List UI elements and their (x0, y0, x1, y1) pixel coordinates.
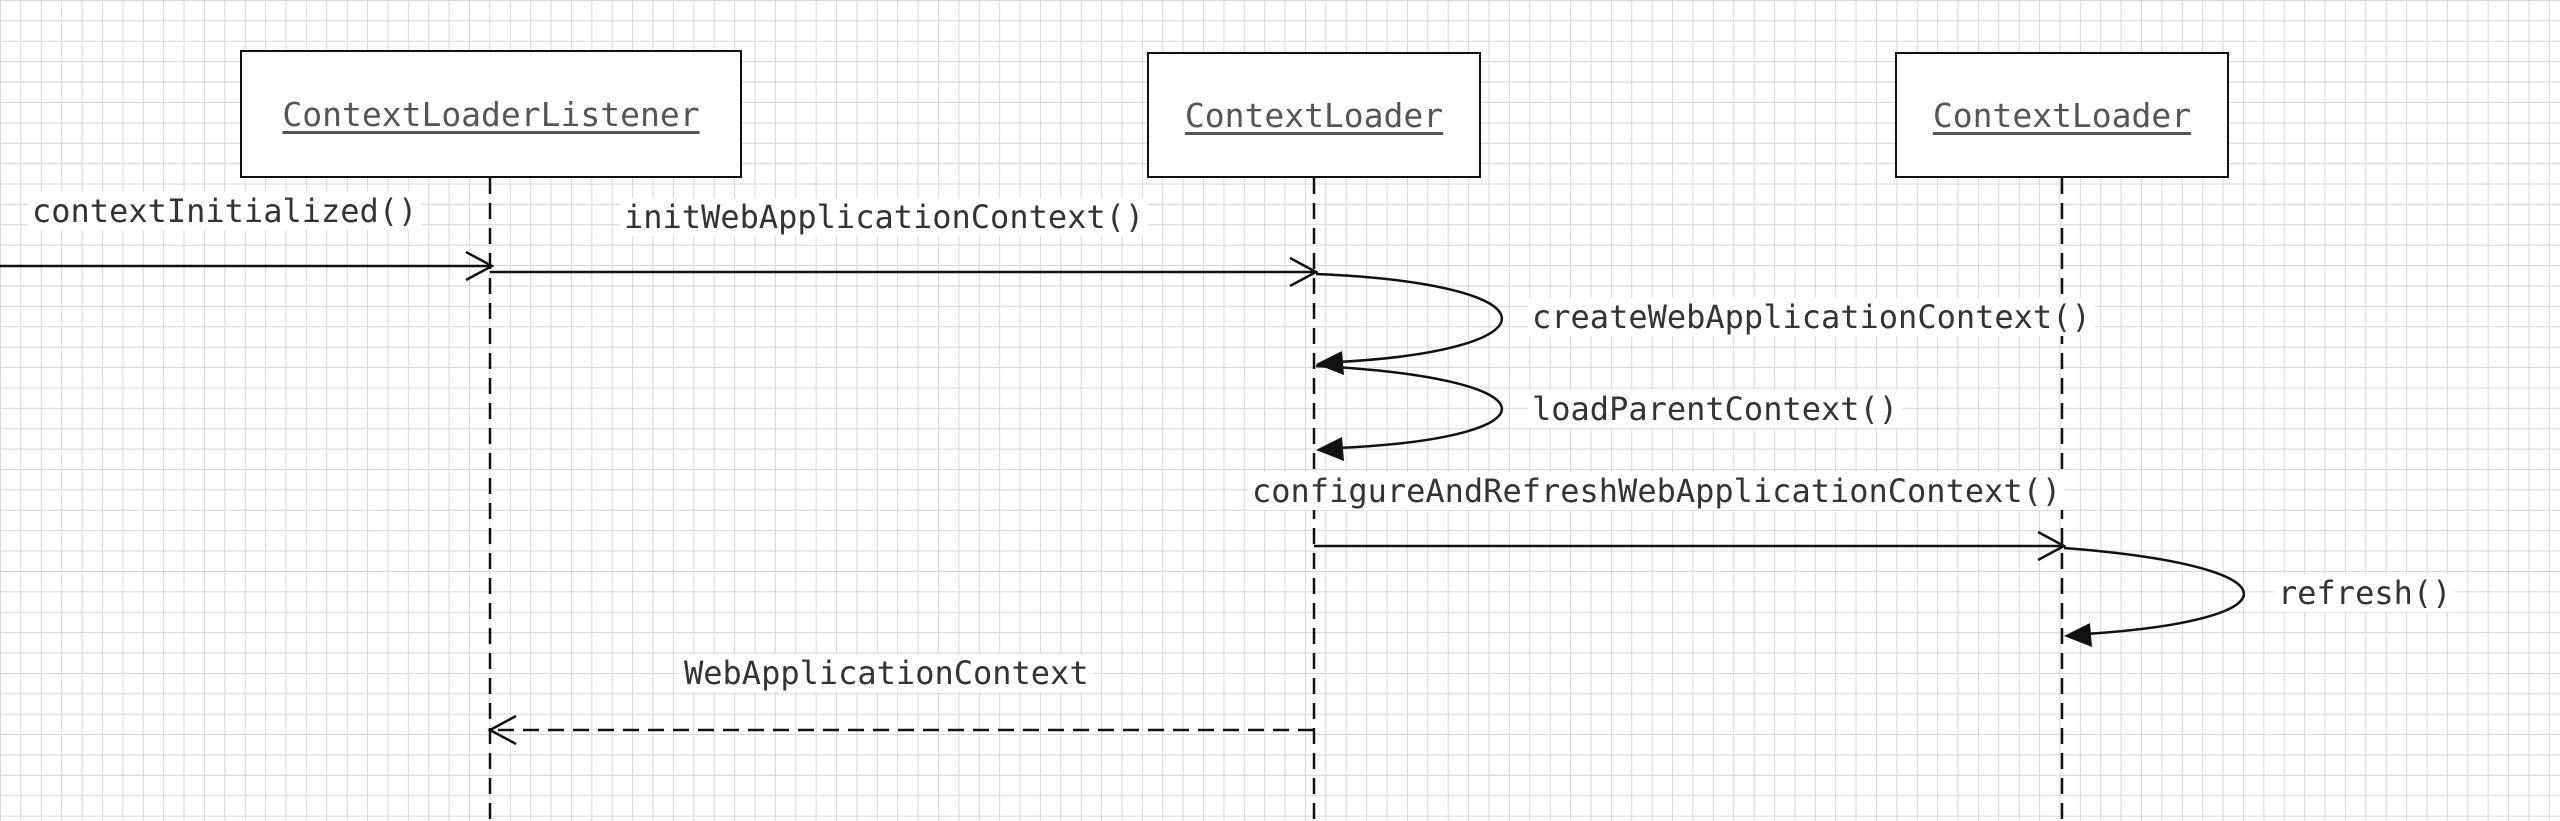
lifeline-label-listener: ContextLoaderListener (282, 94, 700, 134)
message-label-configure-and-refresh: configureAndRefreshWebApplicationContext… (1248, 472, 2066, 510)
return-arrow-web-app-context (487, 714, 1314, 746)
lifeline-box-loader1[interactable]: ContextLoader (1147, 52, 1481, 178)
message-label-init-web-app-context: initWebApplicationContext() (620, 198, 1149, 236)
message-label-refresh: refresh() (2274, 574, 2456, 612)
arrow-context-initialized (0, 250, 495, 282)
lifeline-label-loader2: ContextLoader (1932, 95, 2192, 135)
lifeline-box-loader2[interactable]: ContextLoader (1895, 52, 2229, 178)
arrow-configure-and-refresh (1314, 530, 2067, 562)
message-label-context-initialized: contextInitialized() (28, 192, 422, 230)
lifeline-box-listener[interactable]: ContextLoaderListener (240, 50, 742, 178)
arrow-init-web-app-context (490, 256, 1319, 288)
self-arrow-load-parent-context (1315, 364, 1504, 461)
self-arrow-refresh (2063, 546, 2246, 647)
self-arrow-create-web-app-context (1315, 272, 1503, 375)
message-label-return-web-app-context: WebApplicationContext (680, 654, 1093, 692)
lifeline-label-loader1: ContextLoader (1184, 95, 1444, 135)
message-label-create-web-app-context: createWebApplicationContext() (1528, 298, 2095, 336)
message-label-load-parent-context: loadParentContext() (1528, 390, 1903, 428)
